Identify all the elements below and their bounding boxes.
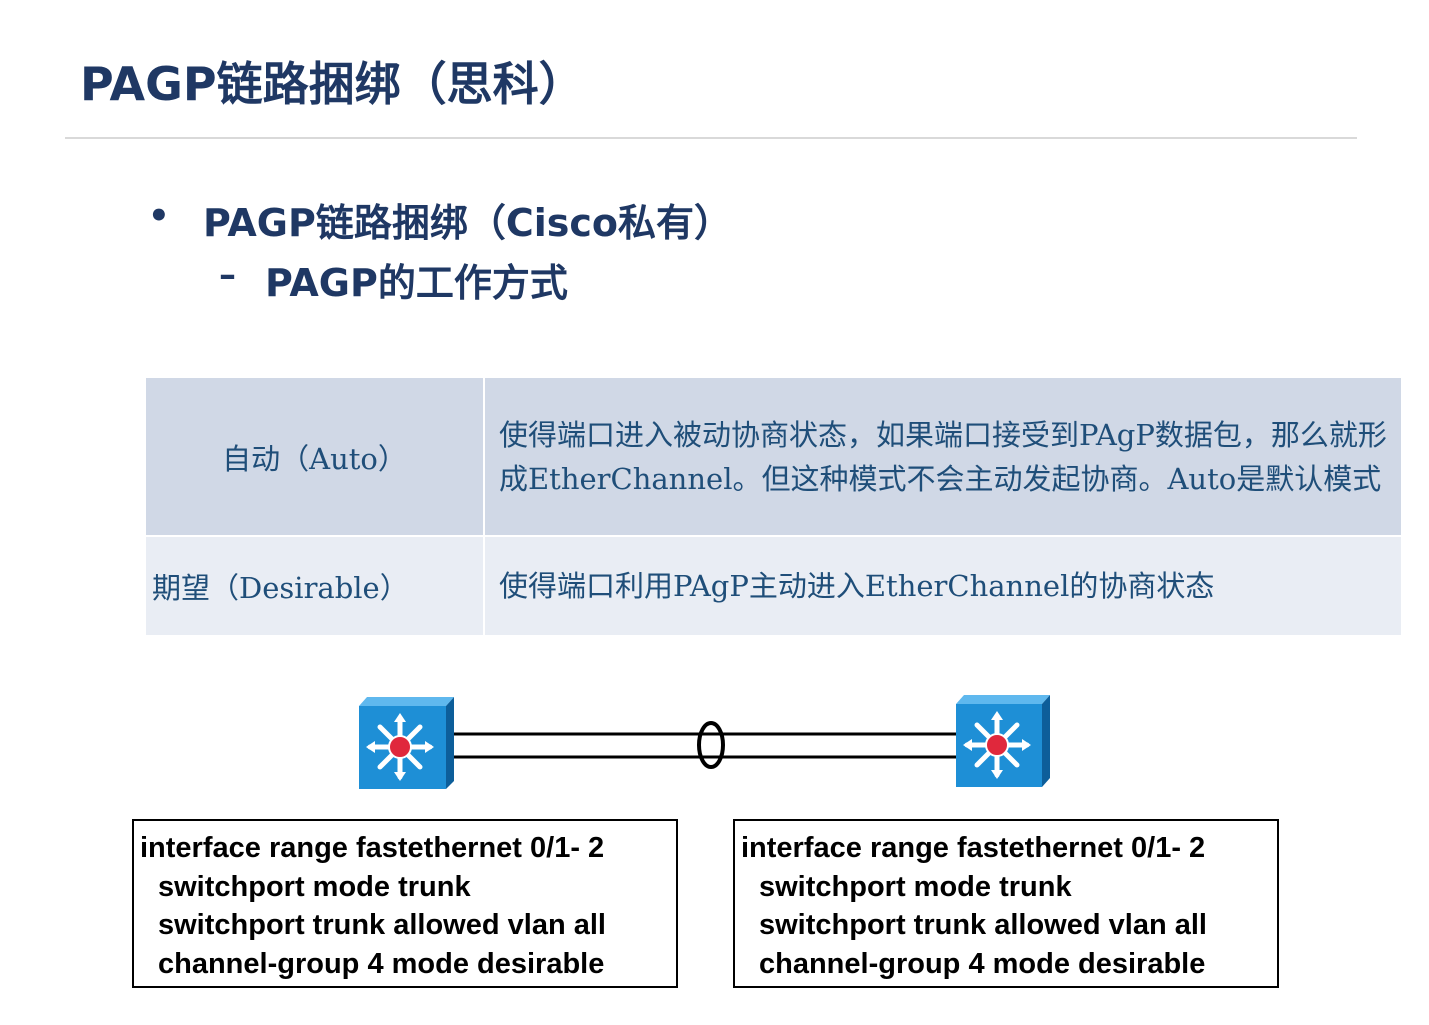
config-line: interface range fastethernet 0/1- 2 [741, 832, 1206, 864]
config-box-left: interface range fastethernet 0/1- 2 swit… [132, 819, 678, 988]
config-box-right: interface range fastethernet 0/1- 2 swit… [733, 819, 1279, 988]
config-line: switchport trunk allowed vlan all [759, 909, 1207, 941]
bullet-marker: • [148, 196, 170, 236]
description-cell: 使得端口进入被动协商状态，如果端口接受到PAgP数据包，那么就形成EtherCh… [483, 376, 1403, 537]
sub-bullet-marker: – [219, 255, 236, 295]
mode-cell: 自动（Auto） [144, 376, 485, 537]
etherchannel-link [452, 721, 958, 769]
multilayer-switch-icon [956, 695, 1050, 787]
mode-cell: 期望（Desirable） [144, 535, 485, 637]
config-line: interface range fastethernet 0/1- 2 [140, 832, 605, 864]
config-line: channel-group 4 mode desirable [158, 947, 605, 980]
bullet-text: PAGP链路捆绑（Cisco私有） [203, 201, 732, 245]
config-line: switchport mode trunk [759, 870, 1072, 903]
bundle-ellipse-icon [697, 721, 725, 769]
description-cell: 使得端口利用PAgP主动进入EtherChannel的协商状态 [483, 535, 1403, 637]
slide-title: PAGP链路捆绑（思科） [80, 57, 585, 111]
config-line: channel-group 4 mode desirable [759, 947, 1206, 980]
table-row: 期望（Desirable） 使得端口利用PAgP主动进入EtherChannel… [144, 535, 1403, 637]
table-row: 自动（Auto） 使得端口进入被动协商状态，如果端口接受到PAgP数据包，那么就… [144, 376, 1403, 537]
pagp-modes-table: 自动（Auto） 使得端口进入被动协商状态，如果端口接受到PAgP数据包，那么就… [144, 376, 1403, 637]
multilayer-switch-icon [359, 697, 454, 789]
config-line: switchport trunk allowed vlan all [158, 909, 606, 941]
sub-bullet-text: PAGP的工作方式 [265, 261, 568, 305]
title-divider [65, 137, 1357, 139]
config-line: switchport mode trunk [158, 870, 471, 903]
